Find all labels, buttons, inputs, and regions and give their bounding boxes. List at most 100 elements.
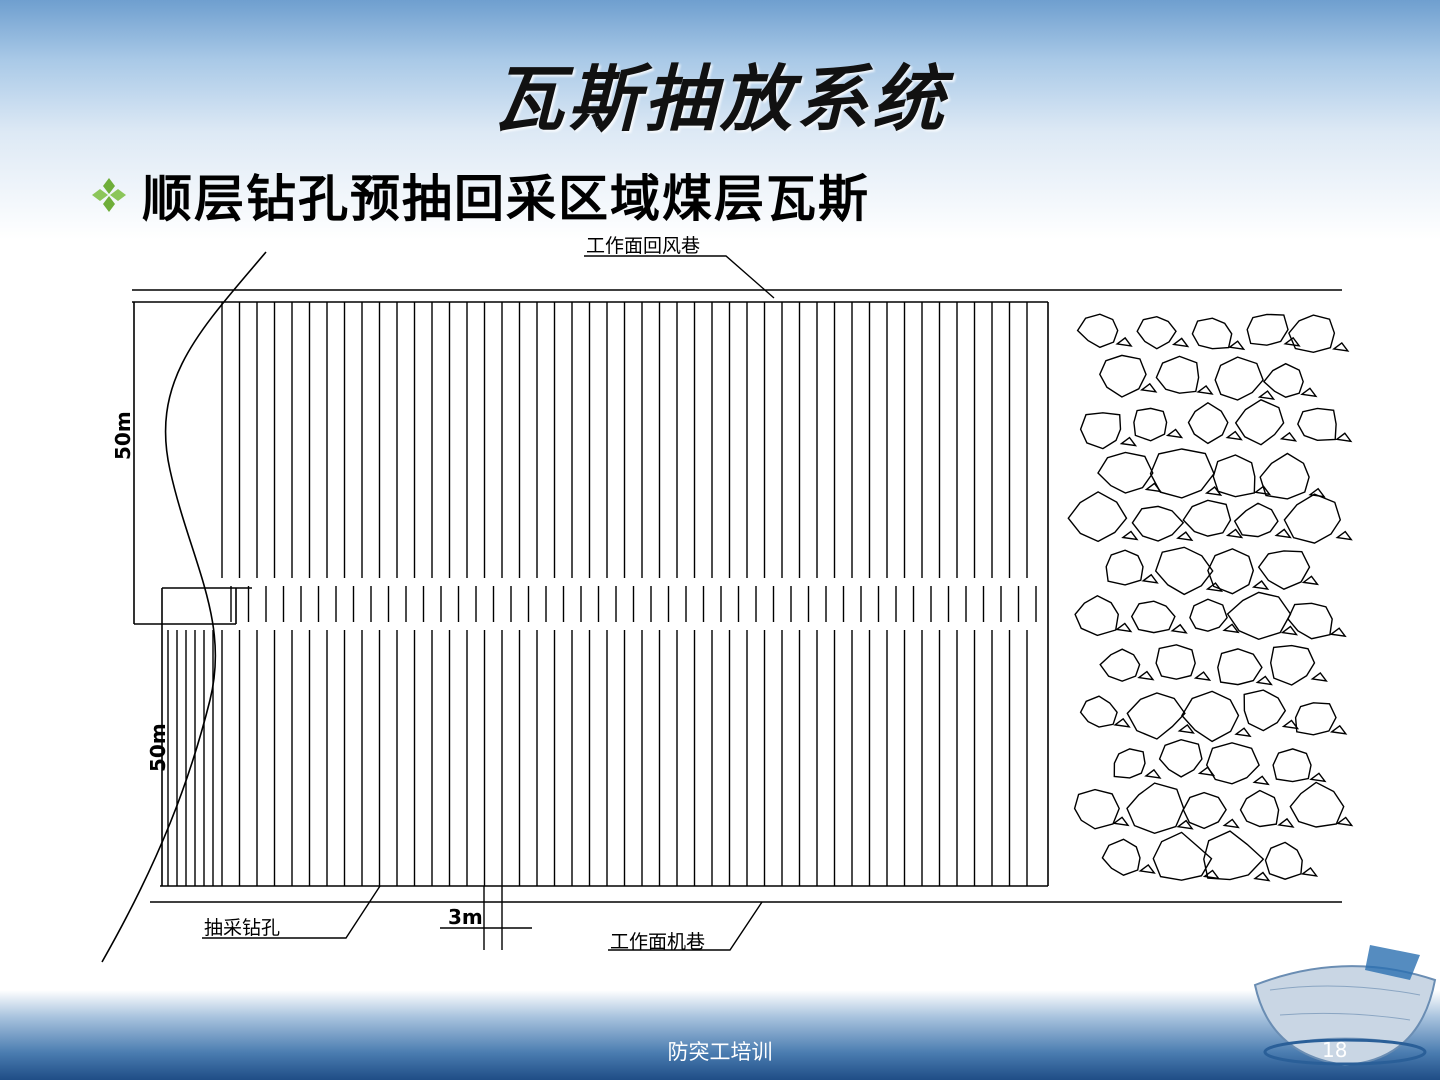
caved-rock xyxy=(1288,314,1336,354)
small-rock xyxy=(1329,724,1348,735)
small-rock xyxy=(1202,869,1221,880)
small-rock xyxy=(1283,336,1301,347)
caved-rock xyxy=(1133,407,1168,442)
caved-rock xyxy=(1076,313,1119,349)
bullet-text: 顺层钻孔预抽回采区域煤层瓦斯 xyxy=(142,170,870,228)
caved-rock xyxy=(1214,356,1264,401)
small-rock xyxy=(1300,866,1319,877)
caved-rock xyxy=(1099,354,1147,398)
caved-rock xyxy=(1191,317,1233,350)
caved-rock xyxy=(1287,602,1333,640)
small-rock xyxy=(1309,772,1327,783)
small-rock xyxy=(1257,390,1276,400)
header-background xyxy=(0,0,1440,240)
caved-rock xyxy=(1234,399,1285,446)
caved-rock xyxy=(1152,831,1213,881)
caved-rock xyxy=(1294,702,1337,736)
caved-rock xyxy=(1187,401,1229,445)
caved-rock xyxy=(1217,648,1263,686)
upper-length-label: 50m xyxy=(111,411,135,460)
footer-text: 防突工培训 xyxy=(667,1040,773,1064)
caved-rock xyxy=(1212,454,1256,498)
caved-rock xyxy=(1101,838,1141,876)
small-rock xyxy=(1253,871,1271,882)
small-rock xyxy=(1251,580,1270,590)
return-airway-label: 工作面回风巷 xyxy=(586,235,700,257)
small-rock xyxy=(1329,627,1347,638)
caved-rock xyxy=(1283,493,1342,544)
caved-rock xyxy=(1079,695,1118,728)
small-rock xyxy=(1177,723,1195,734)
page-number: 18 xyxy=(1322,1038,1348,1062)
caved-rock xyxy=(1073,788,1120,830)
caved-rock xyxy=(1205,742,1260,785)
caved-rock xyxy=(1126,782,1185,835)
caved-rock xyxy=(1136,315,1177,350)
small-rock xyxy=(1300,387,1318,398)
caved-rock xyxy=(1243,689,1287,732)
caved-rock xyxy=(1182,499,1232,537)
caved-rock xyxy=(1067,491,1128,543)
lower-length-label: 50m xyxy=(146,723,170,772)
caved-rock xyxy=(1099,648,1141,682)
small-rock xyxy=(1137,670,1155,681)
small-rock xyxy=(1255,675,1273,686)
caved-rock xyxy=(1181,690,1240,743)
slide-title: 瓦斯抽放系统 xyxy=(491,56,948,141)
small-rock xyxy=(1227,340,1246,351)
caved-rock xyxy=(1259,452,1310,500)
small-rock xyxy=(1176,531,1194,542)
caved-rock xyxy=(1158,738,1203,778)
caved-rock xyxy=(1269,644,1316,686)
small-rock xyxy=(1138,863,1156,874)
small-rock xyxy=(1335,432,1353,443)
small-rock xyxy=(1113,717,1131,728)
caved-rock xyxy=(1130,600,1176,634)
small-rock xyxy=(1277,817,1295,828)
caved-rock xyxy=(1297,407,1337,442)
caved-rock xyxy=(1182,791,1227,830)
caved-rock xyxy=(1257,550,1311,590)
small-rock xyxy=(1205,582,1224,593)
caved-rock xyxy=(1189,598,1228,632)
small-rock xyxy=(1193,671,1212,682)
caved-rock xyxy=(1097,451,1154,494)
small-rock xyxy=(1225,430,1243,441)
haulage-leader xyxy=(608,901,763,951)
borehole-spacing-label: 3m xyxy=(448,905,483,929)
small-rock xyxy=(1196,384,1214,395)
bullet-item: 顺层钻孔预抽回采区域煤层瓦斯 xyxy=(88,160,870,230)
caved-rock xyxy=(1207,548,1255,595)
footer-background xyxy=(0,990,1440,1080)
return-airway-leader xyxy=(584,255,775,299)
caved-rock xyxy=(1272,748,1312,783)
small-rock xyxy=(1121,530,1139,541)
small-rock xyxy=(1279,431,1298,442)
caved-rock xyxy=(1149,448,1215,499)
caved-rock xyxy=(1079,412,1122,450)
small-rock xyxy=(1144,768,1162,779)
small-rock xyxy=(1281,719,1300,730)
small-rock xyxy=(1119,436,1138,447)
caved-rock xyxy=(1246,313,1289,346)
borehole-array xyxy=(167,302,1037,886)
small-rock xyxy=(1335,530,1353,541)
caved-rock xyxy=(1203,830,1265,881)
small-rock xyxy=(1115,336,1133,347)
small-rock xyxy=(1222,818,1240,829)
small-rock xyxy=(1112,816,1130,827)
borehole-label: 抽采钻孔 xyxy=(204,917,280,939)
caved-rock xyxy=(1126,692,1186,740)
caved-rock xyxy=(1155,355,1200,394)
caved-rock xyxy=(1074,595,1120,637)
small-rock xyxy=(1310,671,1328,682)
small-rock xyxy=(1165,428,1184,439)
small-rock xyxy=(1225,528,1244,539)
small-rock xyxy=(1141,573,1159,584)
caved-rock xyxy=(1131,505,1185,542)
caved-rock xyxy=(1154,546,1214,596)
goaf-caved-area xyxy=(1067,313,1354,882)
small-rock xyxy=(1176,819,1194,830)
small-rock xyxy=(1140,382,1158,393)
